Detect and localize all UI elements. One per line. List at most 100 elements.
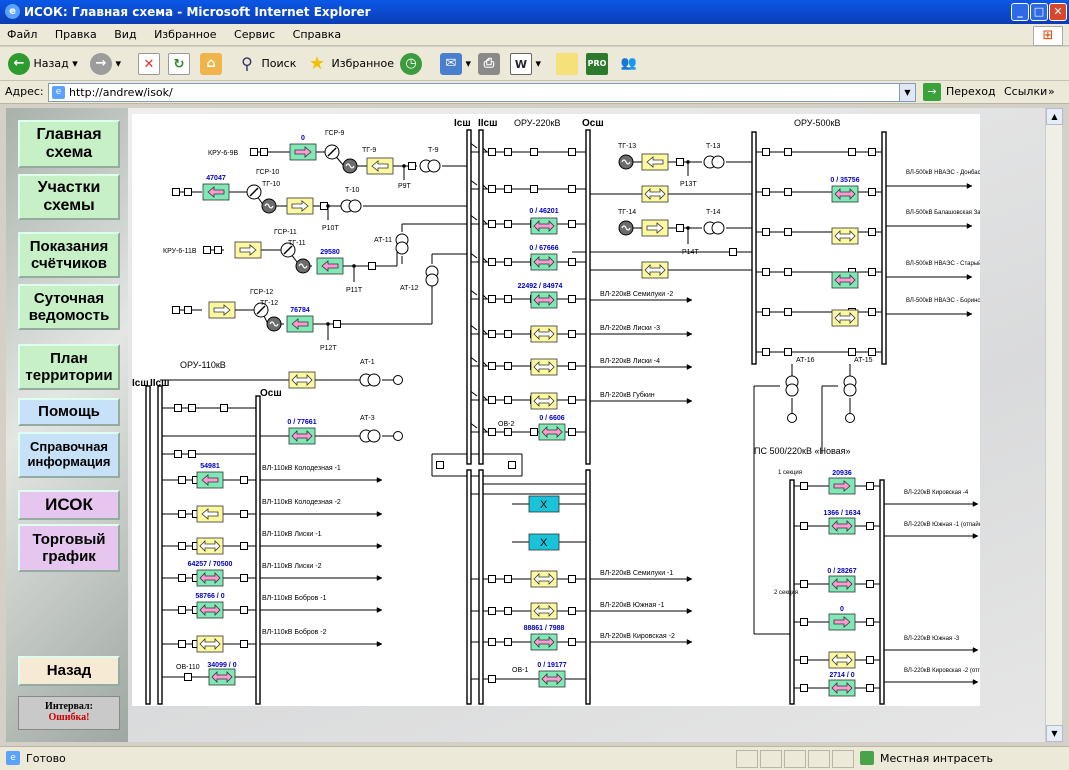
- refresh-button[interactable]: ↻: [168, 52, 190, 76]
- switch-icon: [504, 185, 512, 193]
- edit-button[interactable]: W ▾: [510, 52, 541, 76]
- menu-view[interactable]: Вид: [114, 28, 137, 41]
- mail-button[interactable]: ✉ ▾: [440, 52, 471, 76]
- menu-edit[interactable]: Правка: [54, 28, 97, 41]
- switch-icon: [184, 673, 192, 681]
- search-icon: ⚲: [241, 54, 253, 73]
- switch-icon: [800, 684, 808, 692]
- switch-icon: [784, 188, 792, 196]
- menu-help[interactable]: Справка: [292, 28, 342, 41]
- home-button[interactable]: ⌂: [200, 52, 222, 76]
- ps-line-label: ВЛ-220кВ Южная -1 (отпайка): [904, 521, 980, 528]
- favorites-button[interactable]: ★ Избранное: [306, 52, 394, 76]
- links-button[interactable]: Ссылки: [1004, 85, 1048, 98]
- switch-icon: [530, 185, 538, 193]
- busbar-ps-right: [879, 479, 885, 705]
- busbar-220-2: [478, 129, 484, 465]
- minimize-button[interactable]: _: [1011, 3, 1029, 21]
- menu-tools[interactable]: Сервис: [234, 28, 276, 41]
- address-label: Адрес:: [5, 85, 44, 98]
- switch-icon: [568, 148, 576, 156]
- nav-meter-readings[interactable]: Показания счётчиков: [18, 232, 120, 278]
- line-arrow-icon: [686, 398, 693, 404]
- meter-arrow-icon: [201, 508, 219, 520]
- switch-icon: [568, 185, 576, 193]
- switch-icon: [178, 574, 186, 582]
- ps-line-label: ВЛ-220кВ Кировская -2 (отпайка): [904, 667, 980, 674]
- switch-icon: [240, 640, 248, 648]
- status-zone: Местная интрасеть: [880, 752, 993, 765]
- forward-button[interactable]: → ▾: [90, 52, 121, 76]
- stop-button[interactable]: ✕: [138, 52, 160, 76]
- meter-value: 0 / 35756: [830, 177, 859, 184]
- nav-daily-report[interactable]: Суточная ведомость: [18, 284, 120, 330]
- meter-arrow-icon: [834, 274, 856, 286]
- status-cell-3: [784, 750, 806, 768]
- switch-icon: [436, 461, 444, 469]
- meter-arrow-icon: [831, 654, 853, 666]
- nav-sections[interactable]: Участки схемы: [18, 174, 120, 220]
- maximize-button[interactable]: □: [1030, 3, 1048, 21]
- meter-arrow-icon: [199, 604, 221, 616]
- menu-file[interactable]: Файл: [7, 28, 38, 41]
- address-input[interactable]: e http://andrew/isok/ ▼: [48, 83, 916, 102]
- line-end-icon: [393, 431, 403, 441]
- search-button[interactable]: ⚲ Поиск: [236, 52, 296, 76]
- links-chevron-icon[interactable]: »: [1048, 85, 1055, 98]
- meter-arrow-icon: [213, 304, 231, 316]
- vertical-scrollbar[interactable]: ▲ ▼: [1045, 108, 1063, 742]
- gsr-slash: [249, 187, 259, 197]
- diagram-label: АТ-1: [360, 359, 375, 366]
- coupler-x-icon: X: [540, 537, 548, 549]
- nav-main-scheme[interactable]: Главная схема: [18, 120, 120, 168]
- interval-panel: Интервал: Ошибка!: [18, 696, 120, 730]
- meter-arrow-icon: [294, 146, 312, 158]
- history-button[interactable]: ◷: [400, 52, 422, 76]
- go-arrow-icon[interactable]: →: [923, 83, 941, 101]
- discuss-button[interactable]: [556, 52, 578, 76]
- scroll-up-icon[interactable]: ▲: [1046, 108, 1063, 125]
- switch-icon: [508, 461, 516, 469]
- busbar-110-1: [145, 385, 151, 705]
- switch-icon: [866, 684, 874, 692]
- nav-back[interactable]: Назад: [18, 656, 120, 686]
- go-button[interactable]: Переход: [946, 85, 996, 98]
- refresh-icon: ↻: [168, 53, 190, 75]
- menu-favorites[interactable]: Избранное: [154, 28, 217, 41]
- diagram-label: Т-9: [428, 147, 439, 154]
- status-text: Готово: [26, 752, 66, 765]
- meter-value: 29580: [320, 249, 340, 256]
- switch-icon: [504, 330, 512, 338]
- close-button[interactable]: ✕: [1049, 3, 1067, 21]
- diagram-label: АТ-16: [796, 357, 815, 364]
- messenger-button[interactable]: 👥: [618, 52, 640, 76]
- meter-arrow-icon: [211, 671, 233, 683]
- diagram-label: ВЛ-110кВ Лиски -1: [262, 531, 322, 538]
- address-bar: Адрес: e http://andrew/isok/ ▼ → Переход…: [0, 81, 1069, 104]
- meter-value: 47047: [206, 175, 226, 182]
- address-dropdown-icon[interactable]: ▼: [899, 84, 915, 101]
- back-button[interactable]: ← Назад ▾: [8, 52, 78, 76]
- diagram-label: Р10Т: [322, 225, 339, 232]
- kru-label: КРУ-6-9В: [208, 150, 238, 157]
- busbar-110-2: [157, 385, 163, 705]
- meter-value: 20936: [832, 470, 852, 477]
- meter-value: 0 / 19177: [537, 662, 566, 669]
- print-button[interactable]: ⎙: [478, 52, 500, 76]
- scroll-down-icon[interactable]: ▼: [1046, 725, 1063, 742]
- switch-icon: [568, 638, 576, 646]
- status-cell-1: [736, 750, 758, 768]
- pro-button[interactable]: PRO: [586, 52, 608, 76]
- nav-isok[interactable]: ИСОК: [18, 490, 120, 520]
- switch-icon: [800, 618, 808, 626]
- generator-wave-icon: [621, 225, 631, 231]
- switch-icon: [504, 607, 512, 615]
- nav-territory-plan[interactable]: План территории: [18, 344, 120, 390]
- nav-trade-schedule[interactable]: Торговый график: [18, 524, 120, 572]
- nav-help[interactable]: Помощь: [18, 398, 120, 426]
- meter-value: 0 / 46201: [529, 208, 558, 215]
- switch-icon: [568, 258, 576, 266]
- switch-icon: [504, 428, 512, 436]
- diagram-label: АТ-3: [360, 415, 375, 422]
- nav-reference[interactable]: Справочная информация: [18, 432, 120, 478]
